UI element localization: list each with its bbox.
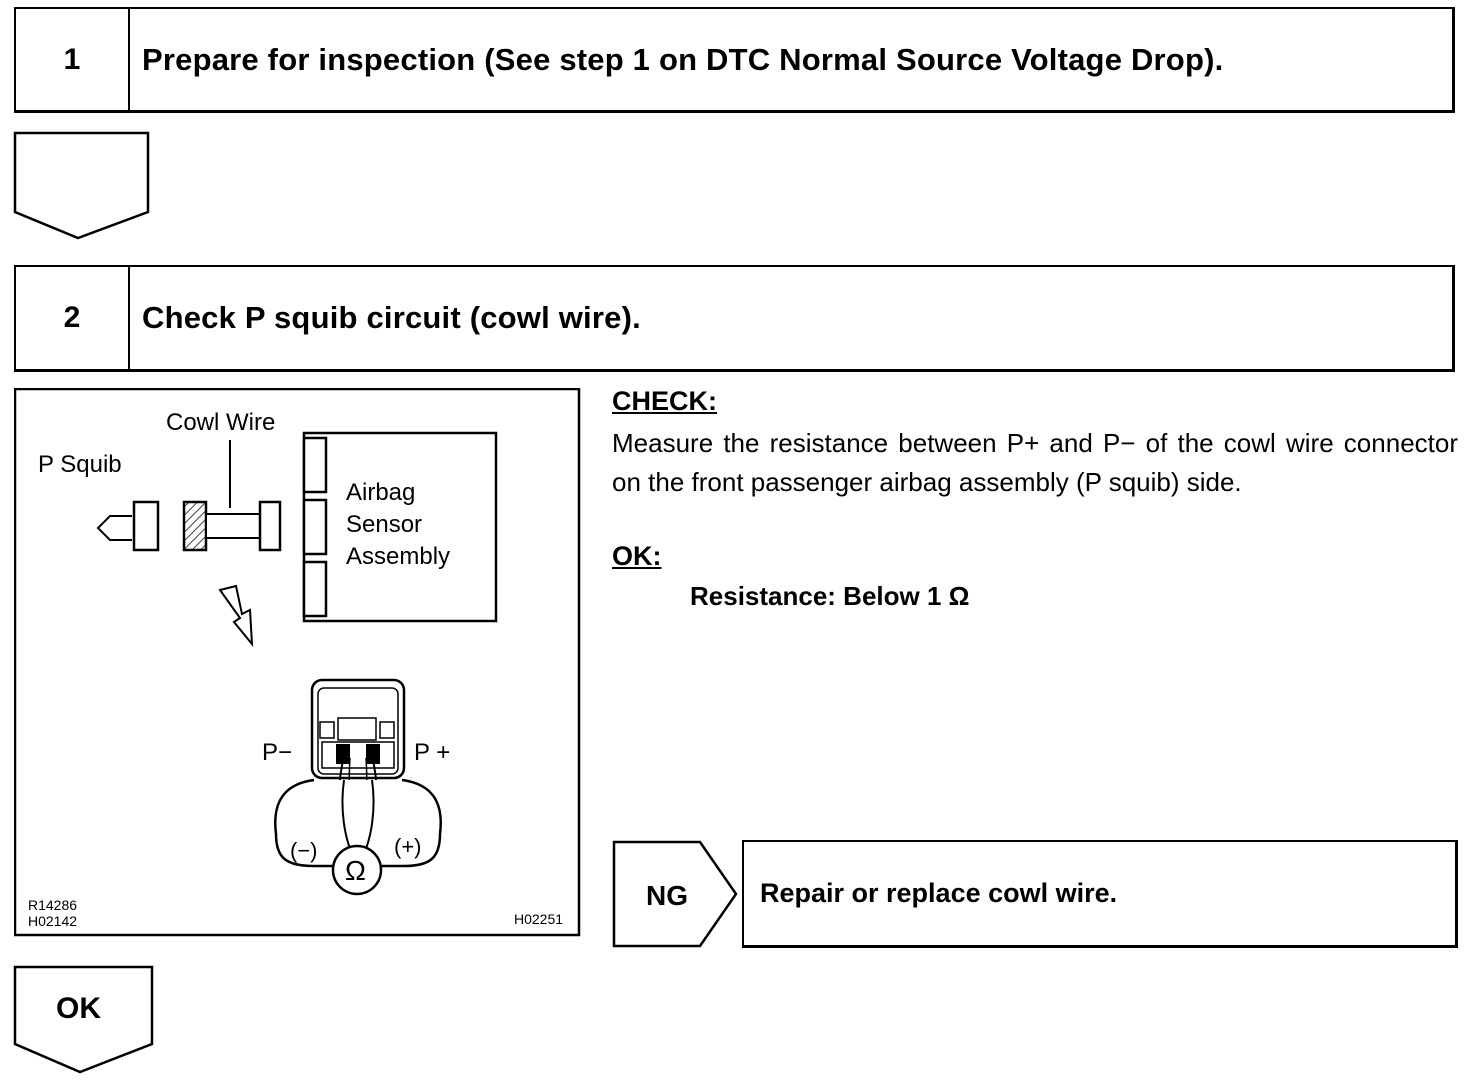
ohm-symbol: Ω xyxy=(345,855,366,886)
ok-heading: OK: xyxy=(612,541,662,571)
step-2-title: Check P squib circuit (cowl wire). xyxy=(142,300,641,335)
ref-code-2: H02142 xyxy=(28,913,77,929)
check-heading: CHECK: xyxy=(612,386,717,416)
p-minus-label: P− xyxy=(262,739,292,766)
step-1-title: Prepare for inspection (See step 1 on DT… xyxy=(142,41,1224,77)
step-2-number: 2 xyxy=(16,267,130,369)
airbag-label-line3: Assembly xyxy=(346,543,450,570)
p-squib-label: P Squib xyxy=(38,451,122,478)
ng-action-text: Repair or replace cowl wire. xyxy=(760,878,1118,908)
airbag-label-line2: Sensor xyxy=(346,511,422,538)
step-1-box: 1 Prepare for inspection (See step 1 on … xyxy=(14,7,1455,113)
connector-front-view xyxy=(310,678,406,849)
ng-arrow: NG xyxy=(612,840,738,948)
p-squib-connector xyxy=(132,500,160,552)
cowl-wire-label: Cowl Wire xyxy=(166,409,275,436)
negative-probe-label: (−) xyxy=(290,838,318,863)
ng-action-box: Repair or replace cowl wire. xyxy=(742,840,1458,948)
circuit-diagram: Cowl Wire P Squib Airbag Sensor Assembly… xyxy=(14,388,581,937)
step-1-number: 1 xyxy=(16,9,130,110)
ref-code-3: H02251 xyxy=(514,911,563,927)
airbag-label-line1: Airbag xyxy=(346,479,415,506)
cowl-wire-connector xyxy=(258,500,282,552)
step-2-box: 2 Check P squib circuit (cowl wire). xyxy=(14,265,1455,372)
ohmmeter xyxy=(274,778,442,868)
ng-label: NG xyxy=(646,880,688,911)
p-plus-label: P + xyxy=(414,739,450,766)
ok-flow-arrow: OK xyxy=(13,965,154,1074)
ref-code-1: R14286 xyxy=(28,897,77,913)
direction-arrow-icon xyxy=(218,584,254,648)
ok-flow-label: OK xyxy=(56,992,101,1025)
mating-connector xyxy=(182,500,208,552)
airbag-sensor-assembly xyxy=(302,431,498,623)
positive-probe-label: (+) xyxy=(394,834,422,859)
resistance-spec: Resistance: Below 1 Ω xyxy=(690,581,970,611)
ohm-dial-icon xyxy=(331,844,383,896)
check-body: Measure the resistance between P+ and P−… xyxy=(612,428,1458,497)
flow-arrow-1 xyxy=(13,131,150,240)
